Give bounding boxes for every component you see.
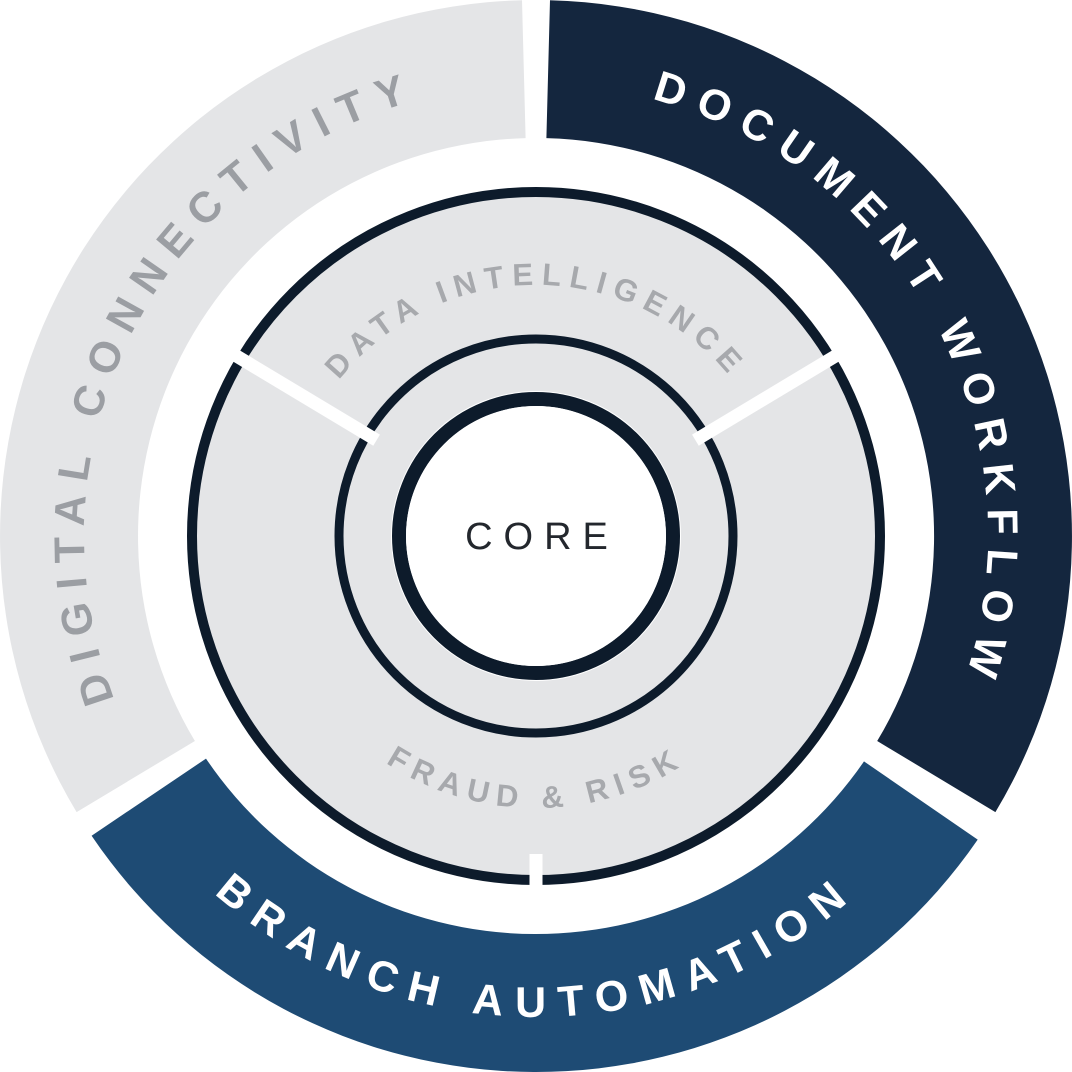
core-label-text: CORE (465, 516, 619, 558)
outer-segment-digital-connectivity (0, 0, 526, 813)
core-circle (406, 406, 666, 666)
core-label: CORE (465, 516, 619, 558)
ring-gap-upper-left (196, 328, 380, 446)
core-border-ring (392, 392, 680, 680)
outer-segment-branch-automation (91, 758, 978, 1072)
middle-band-inner-border (334, 334, 738, 738)
ring-gap-upper-right (692, 328, 876, 446)
middle-band (195, 195, 877, 877)
middle-ring: DATA INTELLIGENCE FRAUD & RISK (187, 187, 885, 926)
core: CORE (392, 392, 680, 680)
outer-segment-document-workflow (546, 0, 1072, 813)
